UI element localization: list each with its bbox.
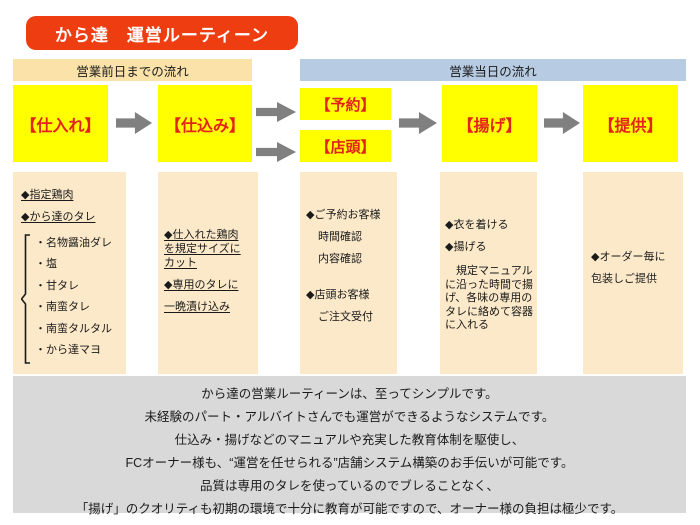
page-title: から達 運営ルーティーン [26,16,298,50]
arrow-right-icon [544,112,580,134]
detail-line: 内容確認 [318,253,362,265]
detail-line: 包装しご提供 [591,273,657,285]
sauce-group: ・名物醤油ダレ ・塩 ・甘タレ ・南蛮タレ ・南蛮タルタル ・から達マヨ [21,232,122,364]
detail-serving: ◆オーダー毎に 包装しご提供 [583,172,683,374]
list-item: ・塩 [35,258,57,271]
arrow-right-icon [116,112,152,134]
footer-line: 品質は専用のタレを使っているのでブレることなく、 [199,479,499,493]
footer-line: FCオーナー様も、“運営を任せられる”店舗システム構築のお手伝いが可能です。 [125,456,574,470]
detail-line: ◆揚げる [445,241,487,253]
detail-line: ◆専用のタレに [164,279,239,291]
footer-panel: から達の営業ルーティーンは、至ってシンプルです。 未経験のパート・アルバイトさん… [13,376,686,516]
detail-purchasing: ◆指定鶏肉 ◆から達のタレ ・名物醤油ダレ ・塩 ・甘タレ ・南蛮タレ ・南蛮タ… [13,172,126,374]
detail-heading: ◆から達のタレ [21,211,96,223]
list-item: ・南蛮タレ [35,301,90,314]
step-frying: 【揚げ】 [442,85,537,162]
arrow-right-icon [256,142,296,162]
section-header-pre-day: 営業前日までの流れ [13,59,252,81]
detail-line: ◆衣を着ける [445,219,509,231]
detail-heading: ◆店頭お客様 [306,289,370,301]
list-item: ・から達マヨ [35,344,101,357]
sauce-list: ・名物醤油ダレ ・塩 ・甘タレ ・南蛮タレ ・南蛮タルタル ・から達マヨ [31,232,112,361]
detail-line: 一晩漬け込み [164,301,230,313]
step-storefront: 【店頭】 [300,130,391,162]
step-purchasing: 【仕入れ】 [13,85,108,162]
detail-line: ◆仕入れた鶏肉を規定サイズにカット [164,229,241,269]
detail-heading: ◆指定鶏肉 [21,189,74,201]
list-item: ・南蛮タルタル [35,322,112,335]
detail-line: ◆オーダー毎に [591,251,666,263]
step-reservation: 【予約】 [300,88,391,120]
brace-icon [21,234,30,364]
step-preparation: 【仕込み】 [158,85,252,162]
list-item: ・甘タレ [35,279,79,292]
footer-line: 未経験のパート・アルバイトさんでも運営ができるようなシステムです。 [144,410,555,424]
section-header-business-day: 営業当日の流れ [300,59,686,81]
list-item: ・名物醤油ダレ [35,236,112,249]
detail-heading: ◆ご予約お客様 [306,209,381,221]
detail-frying: ◆衣を着ける ◆揚げる 規定マニュアルに沿った時間で揚げ、各味の専用のタレに絡め… [440,172,537,374]
footer-line: 仕込み・揚げなどのマニュアルや充実した教育体制を駆使し、 [174,433,525,447]
arrow-right-icon [256,102,296,122]
detail-preparation: ◆仕入れた鶏肉を規定サイズにカット ◆専用のタレに 一晩漬け込み [158,172,258,374]
detail-line: 時間確認 [318,231,362,243]
detail-note: 規定マニュアルに沿った時間で揚げ、各味の専用のタレに絡めて容器に入れる [445,265,533,331]
footer-line: 「揚げ」のクオリティも初期の環境で十分に教育が可能ですので、オーナー様の負担は極… [75,502,624,516]
step-serving: 【提供】 [583,85,678,162]
detail-line: ご注文受付 [318,311,373,323]
arrow-right-icon [399,112,437,134]
detail-orders: ◆ご予約お客様 時間確認 内容確認 ◆店頭お客様 ご注文受付 [300,172,397,374]
footer-line: から達の営業ルーティーンは、至ってシンプルです。 [201,387,498,401]
